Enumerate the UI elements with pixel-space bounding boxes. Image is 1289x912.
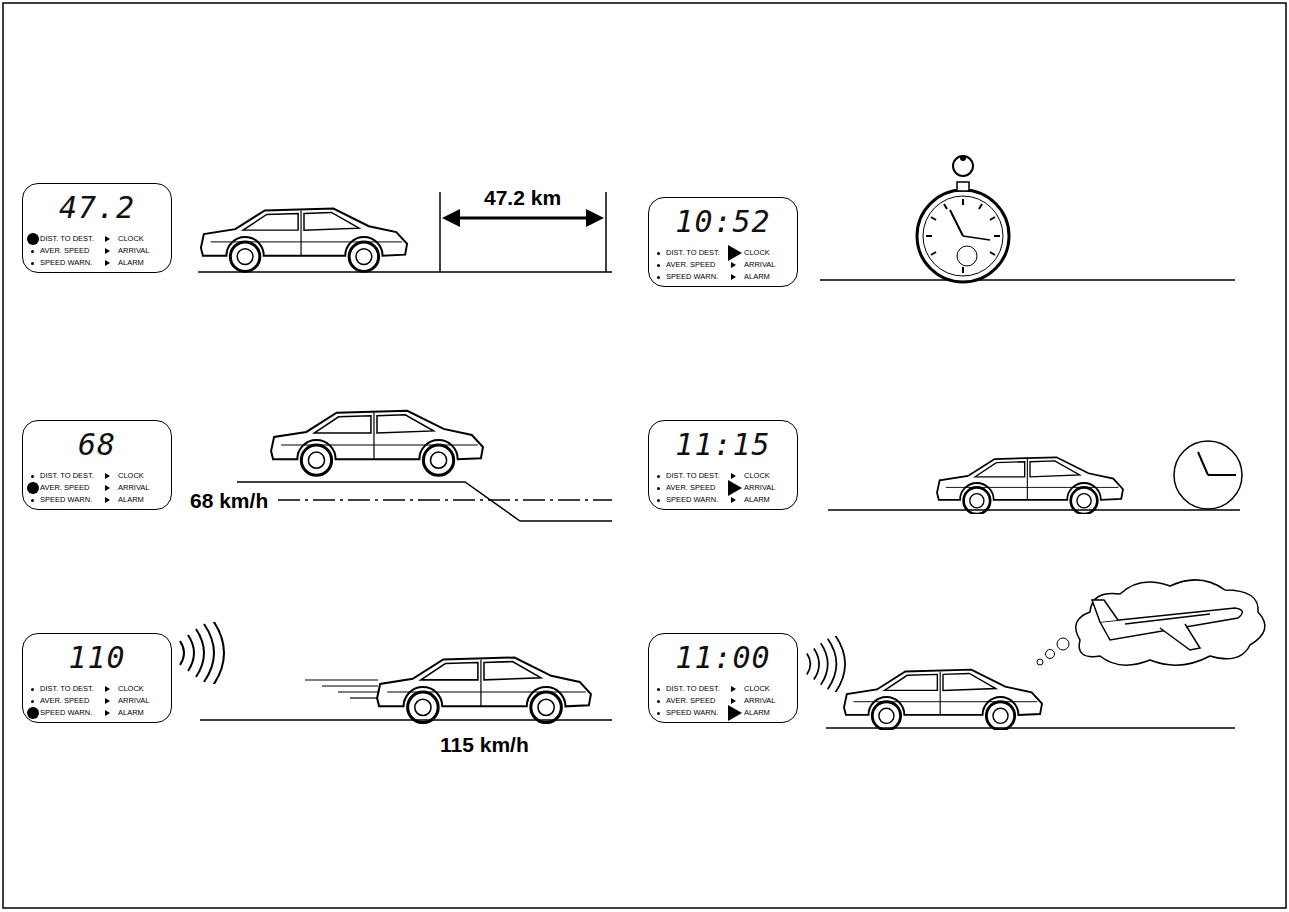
indicator-triangle [105,497,110,503]
function-label: CLOCK [744,471,770,481]
indicator-dot [31,688,34,691]
indicator-triangle [731,473,736,479]
measurement-label: 68 km/h [190,489,268,513]
function-label: AVER. SPEED [666,260,715,270]
indicator-dot [27,233,39,245]
indicator-dot [657,252,660,255]
function-label: AVER. SPEED [40,696,89,706]
function-label: ARRIVAL [118,246,150,256]
function-label: ALARM [118,258,144,268]
display-readout: 11:00 [649,640,797,675]
trip-computer-display: 10:52DIST. TO DEST. CLOCK AVER. SPEED ARRIV… [648,197,798,287]
function-label: DIST. TO DEST. [666,471,720,481]
measurement-label: 47.2 km [484,186,561,210]
function-label: DIST. TO DEST. [666,684,720,694]
indicator-dot [31,475,34,478]
indicator-dot [657,712,660,715]
indicator-dot [657,688,660,691]
indicator-triangle [731,262,736,268]
indicator-triangle [105,236,110,242]
indicator-dot [31,700,34,703]
indicator-dot [657,475,660,478]
indicator-dot [657,264,660,267]
indicator-triangle [731,686,736,692]
function-label: ARRIVAL [118,696,150,706]
function-label: ALARM [744,272,770,282]
function-label: SPEED WARN. [666,495,718,505]
indicator-triangle [105,260,110,266]
indicator-dot [657,276,660,279]
function-label: ARRIVAL [744,696,776,706]
function-label: ALARM [744,708,770,718]
indicator-triangle [728,245,742,261]
indicator-triangle [105,473,110,479]
display-readout: 110 [23,640,171,675]
indicator-triangle [728,480,742,496]
function-label: AVER. SPEED [666,696,715,706]
indicator-triangle [731,698,736,704]
indicator-triangle [728,705,742,721]
function-label: ALARM [744,495,770,505]
indicator-dot [657,499,660,502]
indicator-dot [27,482,39,494]
display-readout: 47.2 [23,190,171,225]
function-label: SPEED WARN. [40,708,92,718]
function-label: DIST. TO DEST. [40,234,94,244]
display-readout: 11:15 [649,427,797,462]
indicator-dot [31,250,34,253]
trip-computer-display: 11:15DIST. TO DEST. CLOCK AVER. SPEED ARRIV… [648,420,798,510]
indicator-triangle [105,698,110,704]
indicator-triangle [105,248,110,254]
function-label: CLOCK [744,248,770,258]
function-label: SPEED WARN. [40,258,92,268]
function-label: CLOCK [118,234,144,244]
function-label: DIST. TO DEST. [40,684,94,694]
indicator-triangle [105,686,110,692]
trip-computer-display: 68DIST. TO DEST. CLOCK AVER. SPEED ARRIVAL S… [22,420,172,510]
indicator-triangle [105,485,110,491]
function-label: SPEED WARN. [40,495,92,505]
indicator-triangle [731,274,736,280]
indicator-dot [31,499,34,502]
indicator-dot [657,700,660,703]
function-label: CLOCK [118,471,144,481]
display-readout: 68 [23,427,171,462]
function-label: ARRIVAL [744,483,776,493]
function-label: ALARM [118,708,144,718]
display-readout: 10:52 [649,204,797,239]
indicator-dot [31,262,34,265]
function-label: ARRIVAL [744,260,776,270]
trip-computer-display: 47.2DIST. TO DEST. CLOCK AVER. SPEED ARRIVA… [22,183,172,273]
trip-computer-display: 110DIST. TO DEST. CLOCK AVER. SPEED ARRIVAL… [22,633,172,723]
indicator-triangle [105,710,110,716]
trip-computer-display: 11:00DIST. TO DEST. CLOCK AVER. SPEED ARRIV… [648,633,798,723]
measurement-label: 115 km/h [440,733,529,757]
function-label: SPEED WARN. [666,272,718,282]
function-label: ALARM [118,495,144,505]
function-label: CLOCK [118,684,144,694]
indicator-dot [27,707,39,719]
function-label: DIST. TO DEST. [666,248,720,258]
function-label: ARRIVAL [118,483,150,493]
indicator-triangle [731,497,736,503]
function-label: DIST. TO DEST. [40,471,94,481]
function-label: AVER. SPEED [666,483,715,493]
function-label: AVER. SPEED [40,246,89,256]
function-label: SPEED WARN. [666,708,718,718]
indicator-dot [657,487,660,490]
function-label: CLOCK [744,684,770,694]
function-label: AVER. SPEED [40,483,89,493]
